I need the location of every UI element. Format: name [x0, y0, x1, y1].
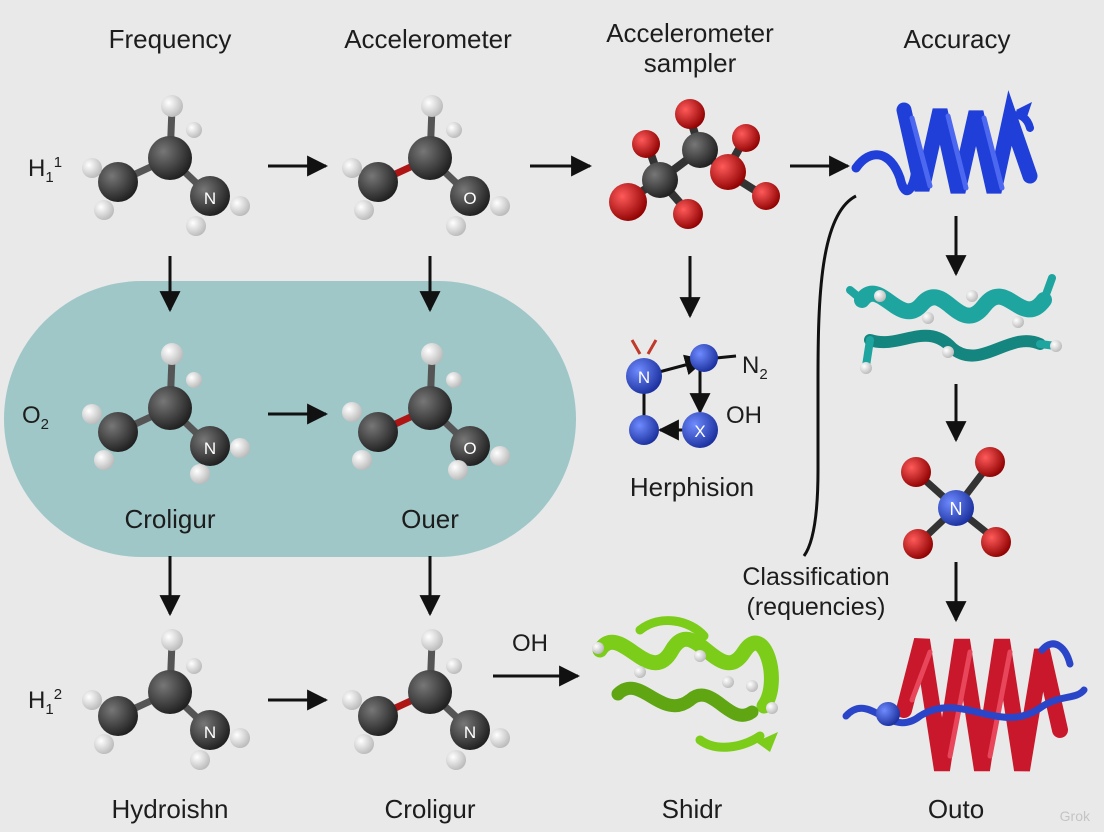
molecule-sampler	[609, 99, 780, 229]
label-ouer: Ouer	[401, 504, 459, 534]
molecule-ouer: O	[342, 343, 510, 480]
row-label-h1-bottom: H12	[28, 686, 63, 718]
ring-label-oh: OH	[726, 402, 762, 429]
column-header-frequency: Frequency	[108, 24, 232, 54]
classification-curve	[802, 194, 857, 557]
atom-n-label: N	[204, 723, 216, 742]
protein-green	[592, 616, 779, 752]
label-herphision: Herphision	[629, 472, 755, 502]
ring-atom-n: N	[638, 368, 650, 387]
label-croligur-mid: Croligur	[124, 504, 216, 534]
molecule-nitrate: N	[901, 447, 1011, 559]
row-label-o2: O2	[22, 402, 50, 433]
protein-red	[842, 638, 1088, 772]
molecule-croligur-bottom: N	[342, 629, 510, 770]
molecule-frequency-top: N	[82, 95, 250, 236]
atom-o-label: O	[463, 439, 476, 458]
molecule-croligur-mid: N	[82, 343, 250, 484]
label-hydroishn: Hydroishn	[111, 794, 229, 824]
classification-label: Classification (requencies)	[742, 563, 890, 621]
column-header-accuracy: Accuracy	[903, 24, 1011, 54]
molecule-hydroishn: N	[82, 629, 250, 770]
column-header-accelerometer: Accelerometer	[344, 24, 512, 54]
molecule-accelerometer-top: O	[342, 95, 510, 236]
atom-n-label: N	[204, 189, 216, 208]
label-croligur-bottom: Croligur	[384, 794, 476, 824]
atom-n-label: N	[204, 439, 216, 458]
ring-atom-x: X	[694, 422, 705, 441]
column-header-sampler: Accelerometer sampler	[606, 18, 774, 78]
row-label-h1-top: H11	[28, 154, 63, 186]
atom-o-label: O	[463, 189, 476, 208]
watermark: Grok	[1059, 808, 1090, 824]
label-shidr: Shidr	[661, 794, 723, 824]
label-outo: Outo	[927, 794, 985, 824]
ring-label-n2: N2	[742, 352, 768, 383]
protein-blue	[851, 90, 1038, 195]
molecule-herphision: N X	[626, 339, 737, 448]
arrow-label-oh: OH	[512, 630, 548, 657]
atom-n-label: N	[950, 499, 963, 519]
protein-teal	[846, 274, 1062, 374]
atom-n-label: N	[464, 723, 476, 742]
